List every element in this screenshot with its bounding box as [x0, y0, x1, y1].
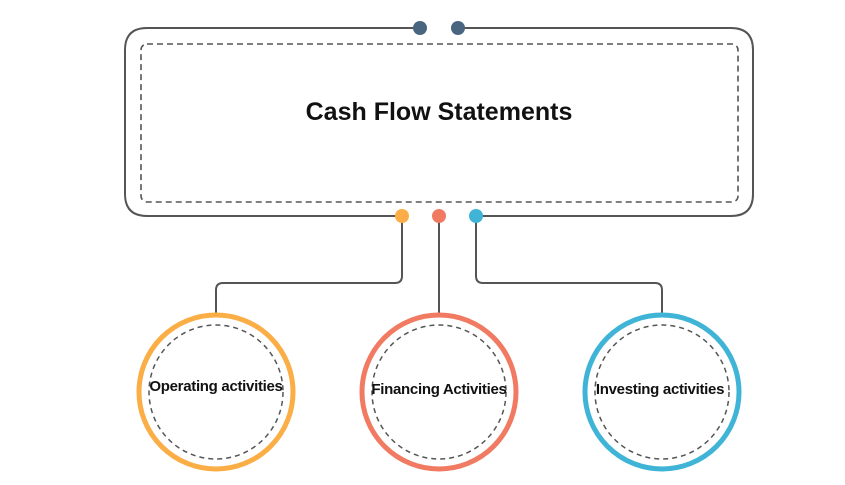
node-label-operating: Operating activities — [149, 378, 283, 395]
top-dot-left — [413, 21, 427, 35]
node-label-financing: Financing Activities — [371, 381, 507, 398]
dot-financing — [432, 209, 446, 223]
diagram-title: Cash Flow Statements — [305, 98, 573, 126]
circle-investing — [582, 312, 742, 472]
top-dot-right — [451, 21, 465, 35]
node-label-investing: Investing activities — [595, 381, 725, 398]
connector-operating — [215, 216, 403, 314]
outer-frame — [124, 27, 754, 217]
circle-financing — [359, 312, 519, 472]
inner-dashed-financing — [371, 324, 507, 460]
inner-dashed-investing — [594, 324, 730, 460]
connector-investing — [475, 216, 663, 314]
inner-dashed-frame — [140, 43, 739, 203]
dot-investing — [469, 209, 483, 223]
circle-operating — [136, 312, 296, 472]
dot-operating — [395, 209, 409, 223]
inner-dashed-operating — [148, 324, 284, 460]
